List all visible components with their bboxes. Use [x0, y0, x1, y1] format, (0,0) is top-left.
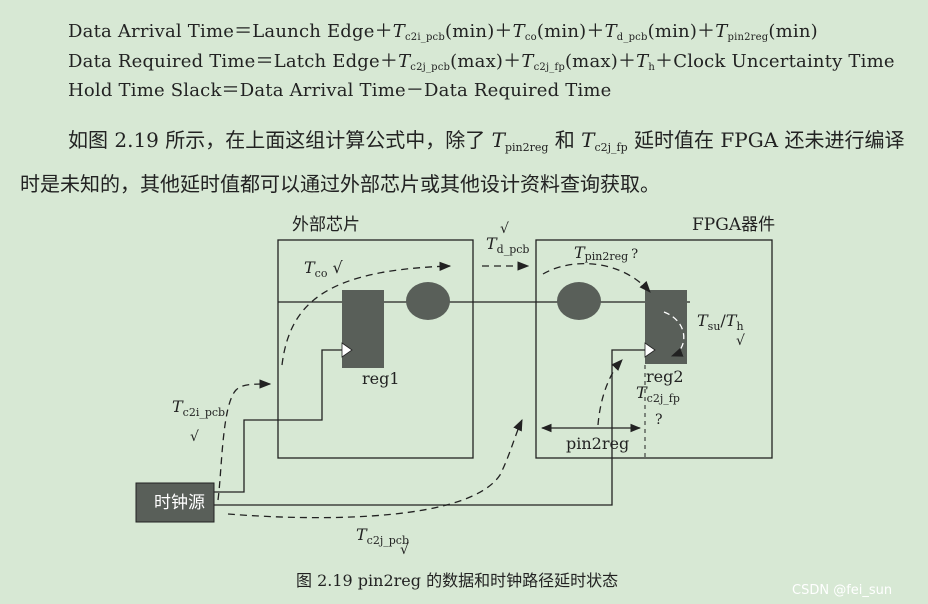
- tc2j-pcb-mark: √: [400, 542, 409, 558]
- tco-label: Tco√: [304, 258, 343, 280]
- slack-equation: Hold Time Slack＝Data Arrival Time－Data R…: [68, 80, 612, 101]
- tc2i-pcb-arrow: [217, 379, 272, 501]
- fpga-label: FPGA器件: [692, 215, 775, 235]
- td-pcb-mark: √: [500, 221, 509, 237]
- tsu-th-mark: √: [736, 333, 745, 349]
- body-paragraph: 如图 2.19 所示，在上面这组计算公式中，除了 Tpin2reg 和 Tc2j…: [20, 128, 905, 196]
- arrival-equation: Data Arrival Time＝Launch Edge＋Tc2i_pcb(m…: [68, 21, 818, 43]
- clock-source-box: [135, 482, 215, 523]
- tc2j-pcb-label: Tc2j_pcb: [356, 525, 409, 547]
- tc2j-fp-label: Tc2j_fp: [636, 383, 680, 405]
- external-chip-label: 外部芯片: [292, 215, 360, 235]
- figure-caption: 图 2.19 pin2reg 的数据和时钟路径延时状态: [296, 571, 619, 590]
- tpin2reg-arrow: [542, 262, 651, 293]
- pin2reg-label: pin2reg: [566, 434, 629, 453]
- tpin2reg-label: Tpin2reg?: [574, 243, 638, 263]
- tc2j-fp-arrow: [597, 359, 623, 426]
- tco-arrow: [281, 261, 452, 366]
- tc2j-pcb-arrow: [227, 418, 523, 519]
- tsu-th-label: Tsu/Th: [697, 311, 744, 333]
- reg2-label: reg2: [646, 367, 684, 386]
- reg1-block: [342, 290, 384, 368]
- tc2j-fp-mark: ?: [655, 412, 663, 428]
- tsu-th-arrow: [663, 311, 685, 357]
- fpga-box: [535, 239, 773, 459]
- tc2i-pcb-mark: √: [190, 429, 199, 445]
- clock-wire-reg1: [214, 349, 342, 493]
- clock-source-label: 时钟源: [154, 493, 205, 513]
- external-chip-box: [277, 239, 474, 459]
- tc2i-pcb-label: Tc2i_pcb: [172, 397, 225, 419]
- required-equation: Data Required Time＝Latch Edge＋Tc2j_pcb(m…: [68, 51, 895, 73]
- reg1-label: reg1: [362, 369, 400, 388]
- watermark: CSDN @fei_sun: [792, 583, 893, 598]
- fpga-buffer: [557, 282, 601, 320]
- td-pcb-label: Td_pcb: [486, 234, 529, 256]
- ext-buffer: [406, 282, 450, 320]
